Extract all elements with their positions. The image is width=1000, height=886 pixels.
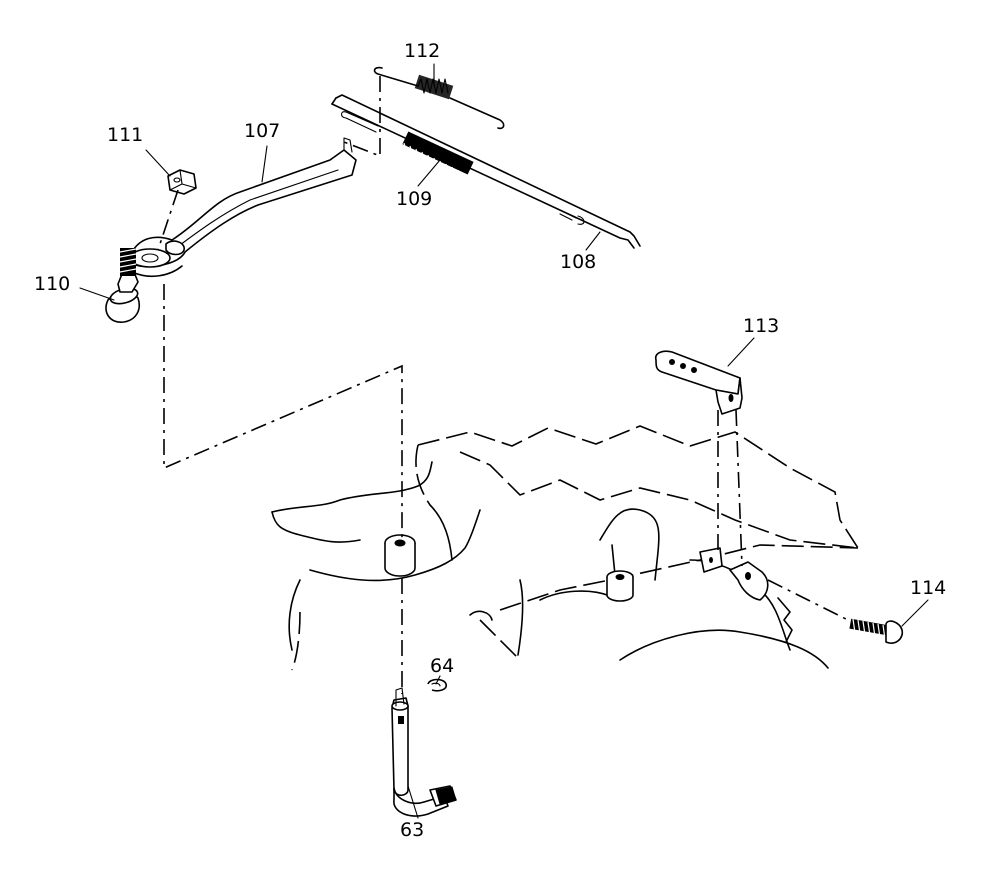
part-114-screw	[849, 618, 904, 644]
callout-110: 110	[34, 273, 70, 295]
callout-113: 113	[743, 315, 779, 337]
mounting-plate	[699, 547, 793, 643]
part-108-rod	[331, 94, 641, 249]
leader-lines	[79, 63, 929, 819]
callout-109: 109	[396, 188, 432, 210]
callout-114: 114	[910, 577, 946, 599]
assembly-lines	[157, 76, 853, 694]
part-63-shaft	[391, 687, 457, 817]
body-boss-right	[606, 570, 634, 602]
callout-111: 111	[107, 124, 143, 146]
callout-112: 112	[404, 40, 440, 62]
part-112-spring	[373, 66, 505, 130]
part-64-clip	[427, 678, 448, 692]
part-107-arm	[127, 137, 357, 278]
part-109-spring	[402, 131, 474, 185]
part-113-bracket	[654, 350, 743, 415]
body-boss	[384, 534, 416, 577]
callout-63: 63	[400, 819, 424, 841]
callout-108: 108	[560, 251, 596, 273]
callout-107: 107	[244, 120, 280, 142]
machine-body-outline	[271, 425, 859, 671]
part-111-nut	[167, 169, 197, 195]
callout-64: 64	[430, 655, 454, 677]
part-110-bolt	[105, 248, 140, 323]
callout-labels: 112 107 111 109 108 110 113 114 64 63	[34, 40, 946, 841]
